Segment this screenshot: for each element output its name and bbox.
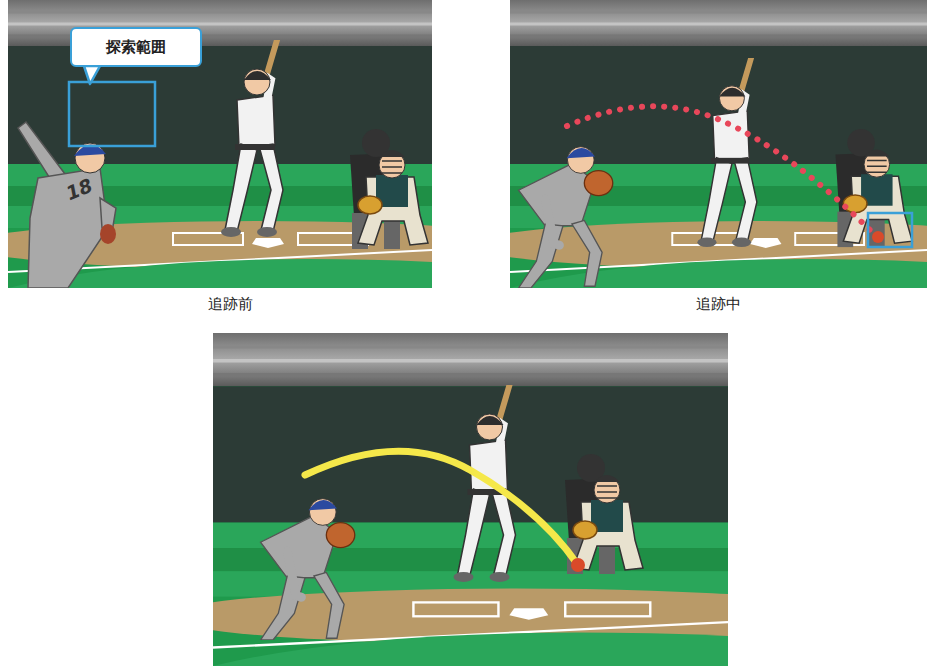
ball-trajectory	[305, 451, 578, 565]
callout-text: 探索範囲	[106, 38, 166, 57]
callout-box: 探索範囲	[70, 27, 202, 67]
callout-tail	[84, 66, 100, 84]
tracking-window	[868, 213, 912, 247]
panel-result	[164, 333, 868, 666]
panel-tracking	[471, 0, 927, 288]
panel-caption: 追跡前	[208, 295, 253, 314]
search-range	[69, 82, 155, 146]
panel-before	[0, 0, 548, 288]
ball-trail	[567, 106, 878, 238]
panel-caption: 追跡中	[696, 295, 741, 314]
